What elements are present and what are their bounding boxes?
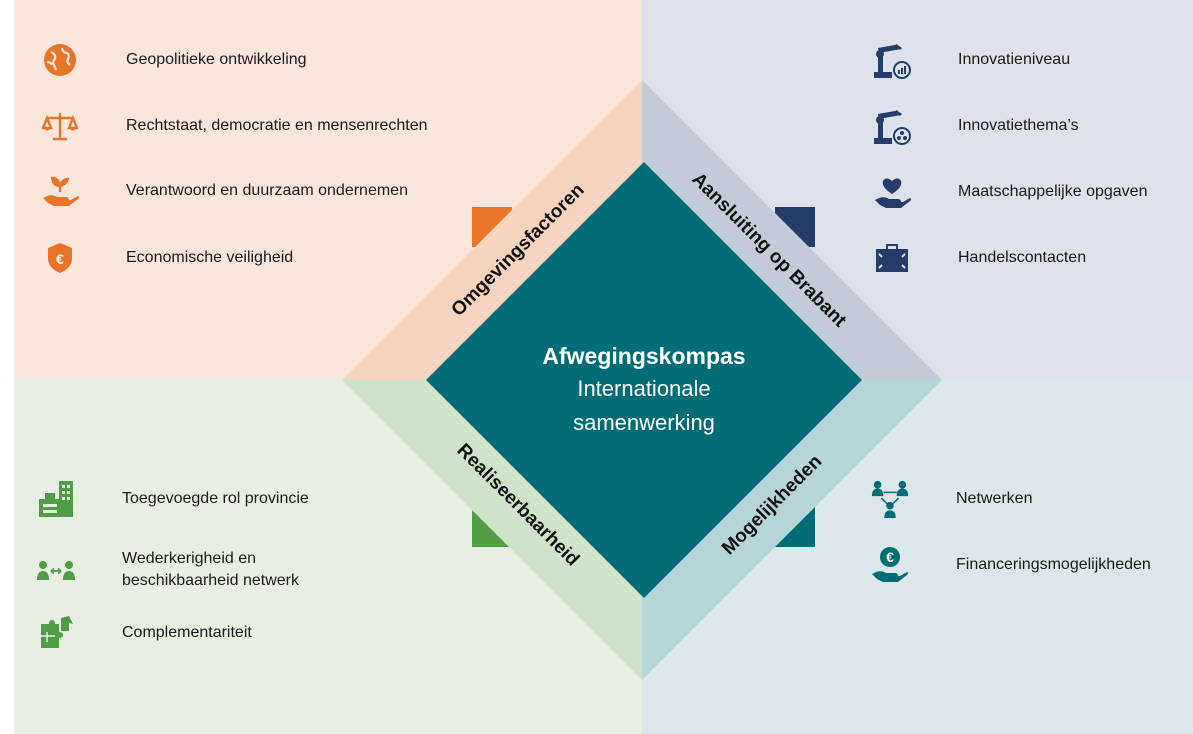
robot-arm-chart-icon <box>872 40 912 80</box>
list-item: Toegevoegde rol provincie <box>36 479 309 519</box>
list-item: Geopolitieke ontwikkeling <box>40 40 307 80</box>
briefcase-icon <box>872 238 912 278</box>
list-item: € Financeringsmogelijkheden <box>870 545 1151 585</box>
list-item: Rechtstaat, democratie en mensenrechten <box>40 106 428 146</box>
svg-text:€: € <box>886 549 894 565</box>
list-item: Wederkerigheid en beschikbaarheid netwer… <box>36 548 362 592</box>
item-label: Financeringsmogelijkheden <box>956 556 1151 573</box>
item-label: Handelscontacten <box>958 249 1087 266</box>
item-label: Verantwoord en duurzaam ondernemen <box>126 182 408 199</box>
center-title: Afwegingskompas <box>542 343 745 369</box>
globe-icon <box>40 40 80 80</box>
buildings-icon <box>36 479 76 519</box>
list-item: € Economische veiligheid <box>40 238 293 278</box>
item-label: Netwerken <box>956 490 1033 507</box>
item-label: Innovatieniveau <box>958 51 1071 68</box>
puzzle-icon <box>36 613 76 653</box>
list-item: Innovatieniveau <box>872 40 1070 80</box>
scales-icon <box>40 106 80 146</box>
center-diamond <box>426 162 862 598</box>
item-label: Rechtstaat, democratie en mensenrechten <box>126 117 428 134</box>
item-label: Complementariteit <box>122 624 252 641</box>
item-label: Maatschappelijke opgaven <box>958 183 1148 200</box>
network-people-icon <box>870 479 910 519</box>
people-exchange-icon <box>36 550 76 590</box>
list-item: Netwerken <box>870 479 1032 519</box>
center-subtitle-line1: Internationale <box>577 376 710 401</box>
robot-arm-molecule-icon <box>872 106 912 146</box>
plant-hand-icon <box>40 171 80 211</box>
list-item: Complementariteit <box>36 613 252 653</box>
center-subtitle-line2: samenwerking <box>573 410 715 435</box>
svg-text:€: € <box>56 251 64 267</box>
item-label: Toegevoegde rol provincie <box>122 490 309 507</box>
euro-hand-icon: € <box>870 545 910 585</box>
heart-hand-icon <box>872 172 912 212</box>
list-item: Maatschappelijke opgaven <box>872 172 1147 212</box>
list-item: Innovatiethema’s <box>872 106 1079 146</box>
list-item: Handelscontacten <box>872 238 1086 278</box>
item-label: Innovatiethema’s <box>958 117 1079 134</box>
list-item: Verantwoord en duurzaam ondernemen <box>40 171 408 211</box>
item-label: Economische veiligheid <box>126 249 294 266</box>
item-label: Wederkerigheid en beschikbaarheid netwer… <box>122 550 299 589</box>
euro-shield-icon: € <box>40 238 80 278</box>
item-label: Geopolitieke ontwikkeling <box>126 51 307 68</box>
